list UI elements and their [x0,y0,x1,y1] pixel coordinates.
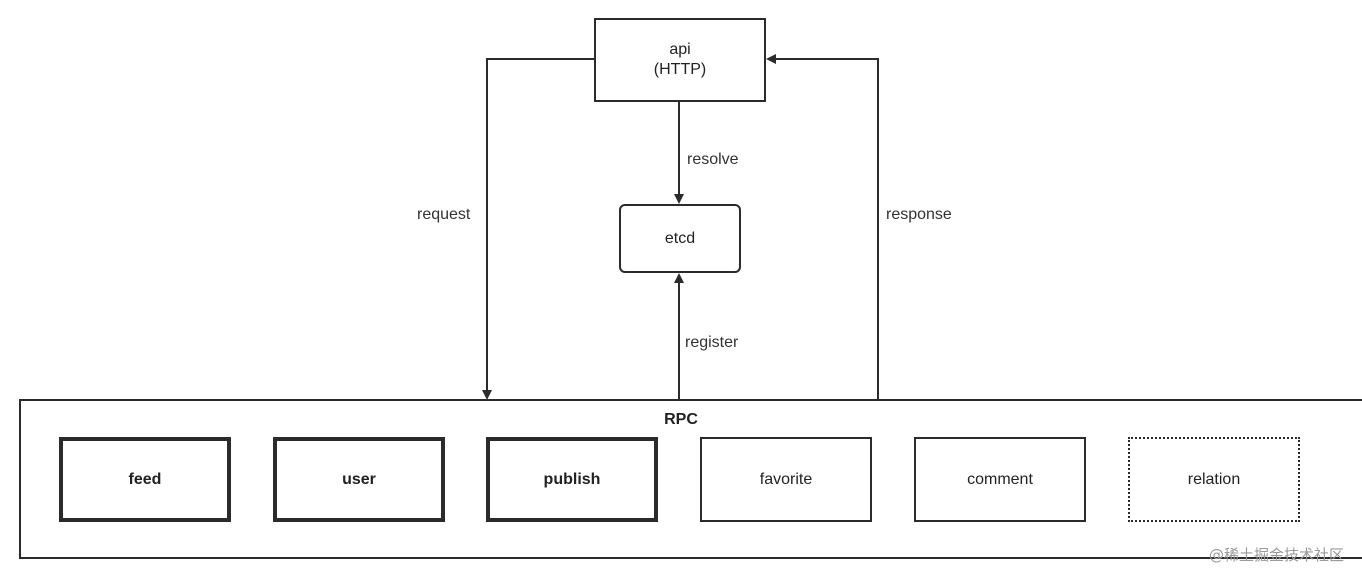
request-connector [482,58,594,400]
api-protocol-label: (HTTP) [653,61,707,78]
service-user: user [273,437,445,522]
api-label: api [669,41,691,58]
response-connector [766,54,879,399]
response-label: response [886,206,952,223]
service-comment: comment [914,437,1086,522]
service-label: publish [543,470,601,488]
service-label: feed [128,470,162,488]
service-publish: publish [486,437,658,522]
service-label: favorite [759,470,813,488]
service-favorite: favorite [700,437,872,522]
resolve-label: resolve [687,151,739,168]
etcd-label: etcd [664,229,696,247]
etcd-node: etcd [619,204,741,273]
rpc-container [19,399,1362,559]
request-label: request [417,206,471,223]
service-relation: relation [1128,437,1300,522]
service-feed: feed [59,437,231,522]
watermark: @稀土掘金技术社区 [1208,546,1344,564]
service-label: relation [1187,470,1241,488]
rpc-title: RPC [664,411,698,428]
register-label: register [685,334,739,351]
api-node: api (HTTP) [594,18,766,102]
service-label: comment [967,470,1033,488]
service-label: user [342,470,376,488]
